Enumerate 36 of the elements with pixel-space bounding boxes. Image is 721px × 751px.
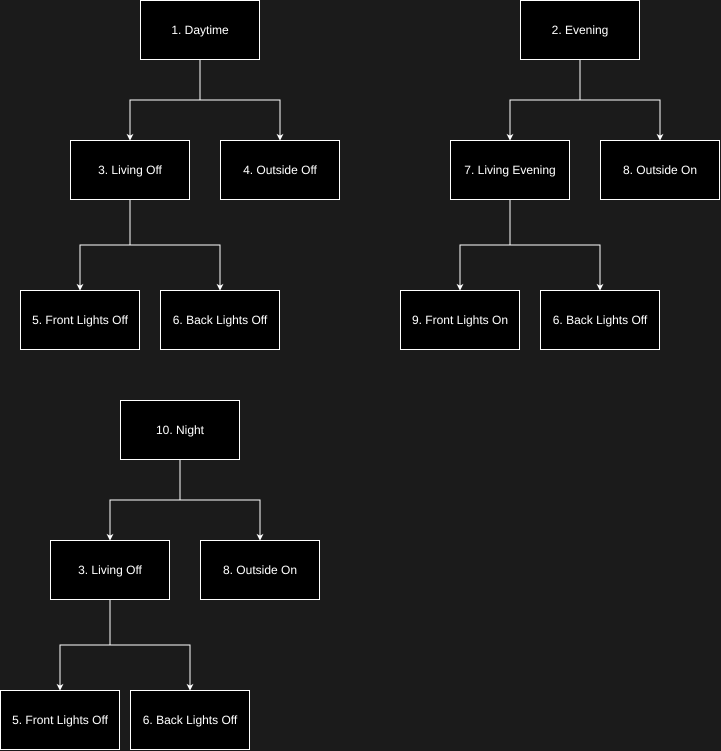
box-label: 6. Back Lights Off — [552, 313, 648, 327]
process-box — [130, 690, 250, 750]
box-label: 10. Night — [156, 423, 204, 437]
box-label: 1. Daytime — [171, 23, 229, 37]
box-label: 6. Back Lights Off — [172, 313, 268, 327]
box-label: 5. Front Lights Off — [12, 713, 108, 727]
box-label: 8. Outside On — [622, 163, 698, 177]
box-label: 8. Outside On — [222, 563, 298, 577]
process-box — [520, 0, 640, 60]
process-box — [20, 290, 140, 350]
arrow — [200, 60, 284, 141]
process-box — [160, 290, 280, 350]
box-label: 5. Front Lights Off — [32, 313, 128, 327]
box-label: 3. Living Off — [78, 563, 142, 577]
box-label: 7. Living Evening — [464, 163, 556, 177]
process-box — [450, 140, 570, 200]
arrow — [130, 200, 224, 291]
box-label: 9. Front Lights On — [412, 313, 508, 327]
process-box — [140, 0, 260, 60]
arrow — [510, 200, 604, 291]
process-box — [400, 290, 520, 350]
box-label: 2. Evening — [552, 23, 608, 37]
arrow — [110, 600, 194, 691]
process-box — [70, 140, 190, 200]
process-box — [200, 540, 320, 600]
box-label: 4. Outside Off — [243, 163, 317, 177]
box-label: 3. Living Off — [98, 163, 162, 177]
process-box — [220, 140, 340, 200]
process-box — [0, 690, 120, 750]
process-box — [50, 540, 170, 600]
process-box — [540, 290, 660, 350]
arrow — [180, 460, 264, 541]
arrow — [580, 60, 664, 141]
process-box — [600, 140, 720, 200]
process-box — [120, 400, 240, 460]
box-label: 6. Back Lights Off — [142, 713, 238, 727]
